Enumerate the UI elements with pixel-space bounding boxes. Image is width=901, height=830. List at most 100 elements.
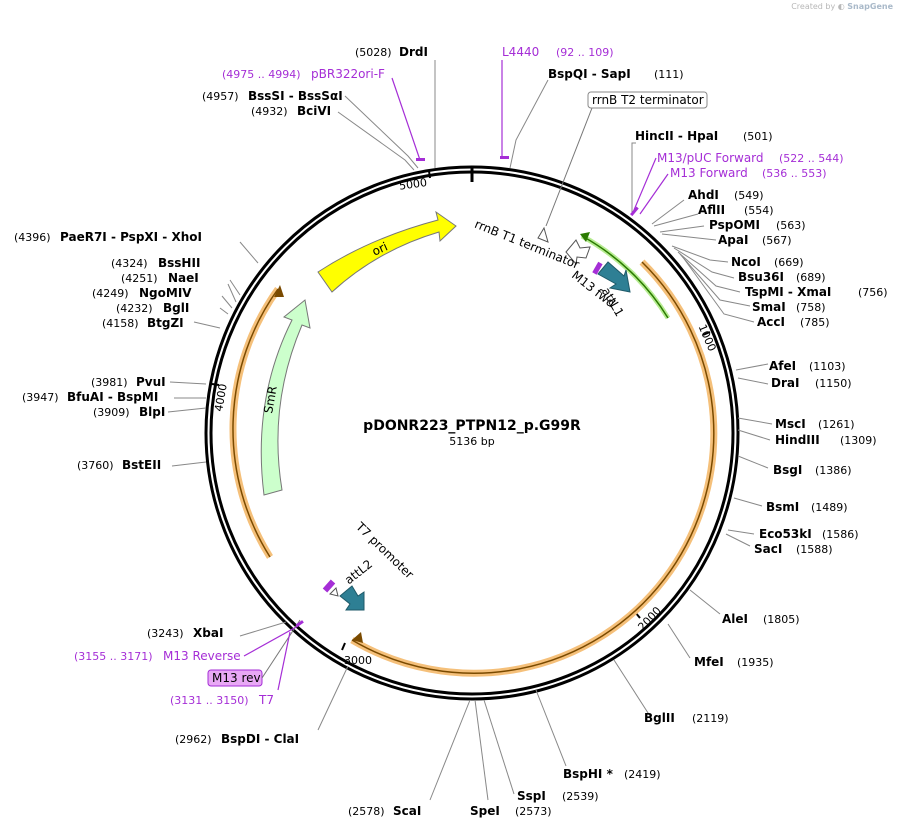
enzyme-pos-bglii: (2119): [692, 712, 729, 725]
enzyme-bsssi[interactable]: BssSI - BssSαI: [248, 89, 343, 103]
primer-m13-reverse[interactable]: M13 Reverse: [163, 649, 241, 663]
enzyme-mfei[interactable]: MfeI: [694, 655, 724, 669]
enzyme-pos-mfei: (1935): [737, 656, 774, 669]
enzyme-pos-paer7i: (4396): [14, 231, 51, 244]
enzyme-bcivi[interactable]: BciVI: [297, 104, 331, 118]
smr-label: SmR: [261, 385, 280, 415]
enzyme-saci[interactable]: SacI: [754, 542, 782, 556]
rrnb-t1-label: rrnB T1 terminator: [473, 217, 582, 272]
enzyme-bsu36i[interactable]: Bsu36I: [738, 270, 784, 284]
enzyme-pos-saci: (1588): [796, 543, 833, 556]
enzyme-pos-blpi: (3909): [93, 406, 130, 419]
enzyme-hincii-hpai[interactable]: HincII - HpaI: [635, 129, 718, 143]
enzyme-bglii[interactable]: BglII: [644, 711, 675, 725]
enzyme-bsmi[interactable]: BsmI: [766, 500, 799, 514]
enzyme-pos-bsssi: (4957): [202, 90, 239, 103]
enzyme-tspmi-xmai[interactable]: TspMI - XmaI: [745, 285, 831, 299]
enzyme-smai[interactable]: SmaI: [752, 300, 786, 314]
enzyme-pos-bsphi: (2419): [624, 768, 661, 781]
m13-rev-leader: [261, 619, 301, 679]
ori-label: ori: [370, 240, 390, 259]
pbr322ori-site: [416, 158, 425, 161]
insert-arrow-left: [274, 285, 284, 297]
insert-line-left: [232, 288, 279, 558]
primer-m13-puc-forward[interactable]: M13/pUC Forward: [657, 151, 764, 165]
tick-3000: 3000: [344, 654, 372, 667]
primer-pos-m13-reverse: (3155 .. 3171): [74, 650, 153, 663]
insert-arrow-right: [352, 632, 363, 643]
enzyme-pos-msci: (1261): [818, 418, 855, 431]
enzyme-spei[interactable]: SpeI: [470, 804, 500, 818]
enzyme-acci[interactable]: AccI: [757, 315, 785, 329]
enzyme-pos-pvui: (3981): [91, 376, 128, 389]
enzyme-paer7i-pspxi-xhoi[interactable]: PaeR7I - PspXI - XhoI: [60, 230, 202, 244]
plasmid-size: 5136 bp: [449, 435, 494, 448]
primer-leaders: [243, 60, 669, 691]
enzyme-pos-bspqi: (111): [654, 68, 684, 81]
enzyme-pos-drai: (1150): [815, 377, 852, 390]
enzyme-bsphi[interactable]: BspHI *: [563, 767, 614, 781]
enzyme-scai[interactable]: ScaI: [393, 804, 421, 818]
enzyme-apai[interactable]: ApaI: [718, 233, 748, 247]
rrnb-t2-label: rrnB T2 terminator: [592, 93, 704, 107]
enzyme-btgzi[interactable]: BtgZI: [147, 316, 184, 330]
enzyme-bgli[interactable]: BglI: [163, 301, 189, 315]
attl2-label: attL2: [342, 557, 375, 587]
credit-prefix: Created by: [791, 2, 836, 11]
enzyme-pos-bsu36i: (689): [796, 271, 826, 284]
enzyme-pos-bspdi: (2962): [175, 733, 212, 746]
primer-m13-forward[interactable]: M13 Forward: [670, 166, 748, 180]
enzyme-msci[interactable]: MscI: [775, 417, 806, 431]
enzyme-ngomiv[interactable]: NgoMIV: [139, 286, 192, 300]
enzyme-alei[interactable]: AleI: [722, 612, 748, 626]
enzyme-pos-tspmi: (756): [858, 286, 888, 299]
primer-pos-pbr322ori: (4975 .. 4994): [222, 68, 301, 81]
enzyme-bfuai-bspmi[interactable]: BfuAI - BspMI: [67, 390, 158, 404]
enzyme-pos-bsshii: (4324): [111, 257, 148, 270]
enzyme-xbai[interactable]: XbaI: [193, 626, 223, 640]
m13-fwd-marker: [592, 261, 603, 275]
enzyme-drdi[interactable]: DrdI: [399, 45, 428, 59]
ori-feature: [317, 210, 457, 293]
enzyme-psppomi[interactable]: PspOMI: [709, 218, 760, 232]
primer-pos-m13-puc: (522 .. 544): [779, 152, 844, 165]
enzyme-pos-bcivi: (4932): [251, 105, 288, 118]
enzyme-pos-apai: (567): [762, 234, 792, 247]
enzyme-pos-bsmi: (1489): [811, 501, 848, 514]
enzyme-blpi[interactable]: BlpI: [139, 405, 165, 419]
enzyme-pos-sspi: (2539): [562, 790, 599, 803]
rrnb-t2-leader: [545, 107, 593, 227]
enzyme-bspqi-sapi[interactable]: BspQI - SapI: [548, 67, 631, 81]
plasmid-name: pDONR223_PTPN12_p.G99R: [363, 418, 581, 434]
primer-t7[interactable]: T7: [258, 693, 274, 707]
insert-line-right: [351, 261, 715, 674]
enzyme-pvui[interactable]: PvuI: [136, 375, 166, 389]
enzyme-bsteii[interactable]: BstEII: [122, 458, 161, 472]
enzyme-bspdi-clai[interactable]: BspDI - ClaI: [221, 732, 299, 746]
attl1-green-line: [581, 235, 669, 319]
enzyme-pos-hincii: (501): [743, 130, 773, 143]
enzyme-bsshii[interactable]: BssHII: [158, 256, 200, 270]
enzyme-drai[interactable]: DraI: [771, 376, 799, 390]
enzyme-eco53ki[interactable]: Eco53kI: [759, 527, 812, 541]
m13-rev-label: M13 rev: [212, 671, 261, 685]
attl2-arrow: [339, 585, 365, 611]
primer-l4440[interactable]: L4440: [502, 45, 539, 59]
enzyme-aflii[interactable]: AflII: [698, 203, 725, 217]
primer-pos-m13-forward: (536 .. 553): [762, 167, 827, 180]
enzyme-sspi[interactable]: SspI: [517, 789, 546, 803]
enzyme-pos-bgli: (4232): [116, 302, 153, 315]
enzyme-pos-spei: (2573): [515, 805, 552, 818]
enzyme-naei[interactable]: NaeI: [168, 271, 199, 285]
primer-labels: L4440 (92 .. 109) (4975 .. 4994) pBR322o…: [74, 45, 844, 707]
enzyme-afei[interactable]: AfeI: [769, 359, 796, 373]
enzyme-pos-hindiii: (1309): [840, 434, 877, 447]
enzyme-bsgi[interactable]: BsgI: [773, 463, 802, 477]
enzyme-ncoi[interactable]: NcoI: [731, 255, 761, 269]
primer-pbr322ori-f[interactable]: pBR322ori-F: [311, 67, 385, 81]
enzyme-pos-naei: (4251): [121, 272, 158, 285]
enzyme-pos-bsteii: (3760): [77, 459, 114, 472]
enzyme-ahdi[interactable]: AhdI: [688, 188, 719, 202]
enzyme-hindiii[interactable]: HindIII: [775, 433, 820, 447]
